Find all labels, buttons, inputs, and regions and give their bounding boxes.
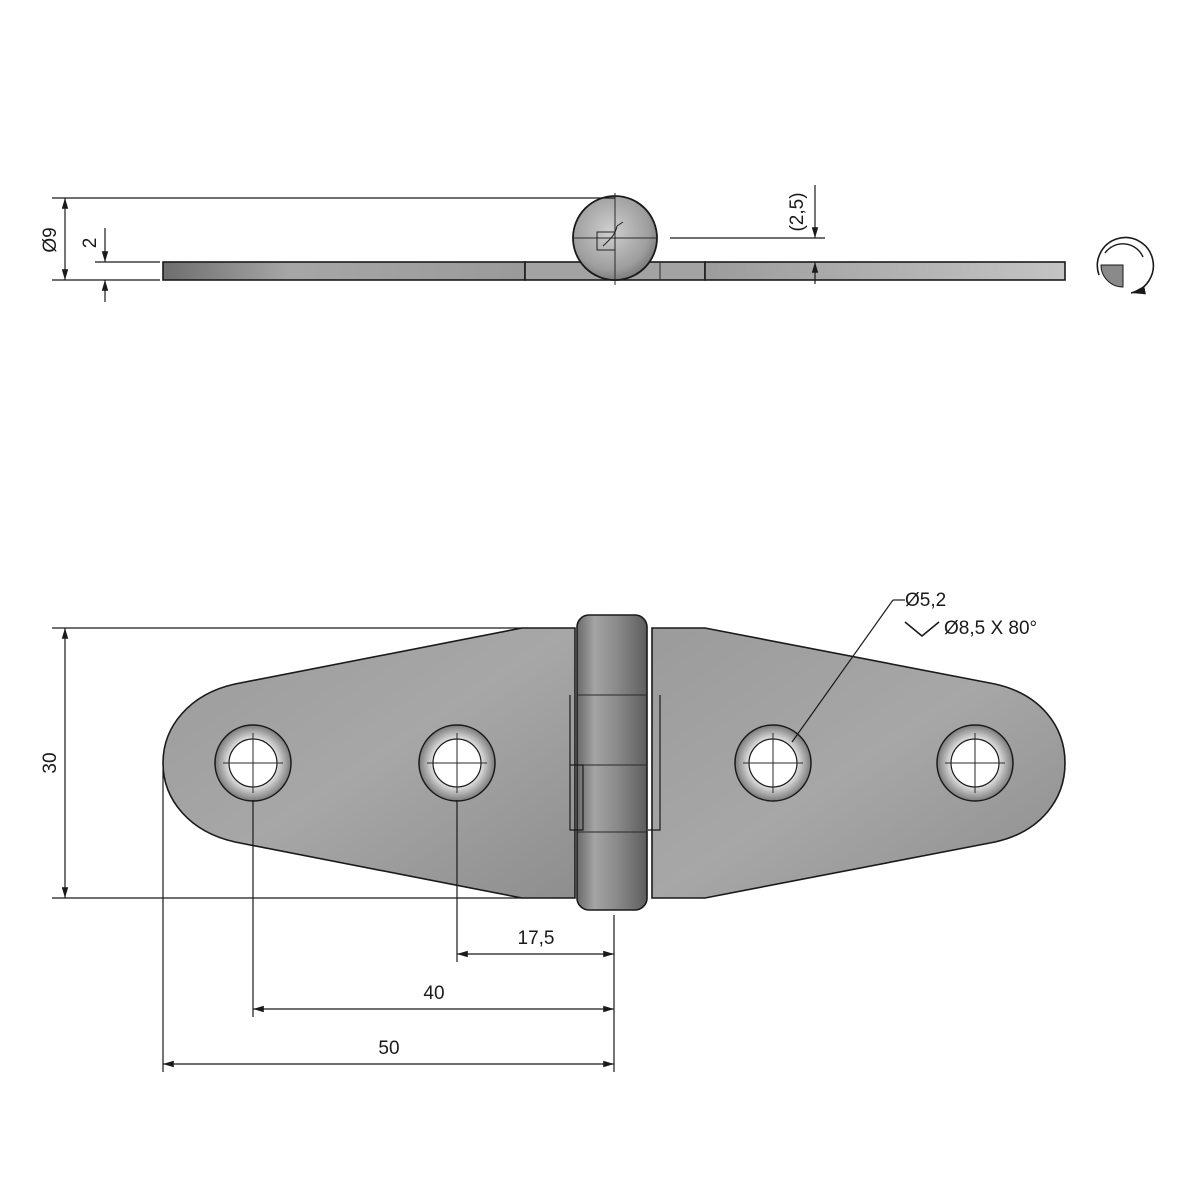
knuckle — [569, 614, 661, 911]
dim-knuckle-offset: (2,5) — [787, 192, 808, 231]
mounting-hole — [418, 724, 496, 802]
left-leaf — [162, 627, 576, 899]
dim-countersink: Ø8,5 X 80° — [944, 618, 1037, 639]
side-leaf-right — [704, 261, 1066, 281]
dim-hole-diameter: Ø5,2 — [905, 590, 946, 611]
dim-leaf-thickness: 2 — [80, 238, 101, 249]
side-leaf-left — [162, 261, 526, 281]
pin-logo-icon — [596, 221, 624, 251]
right-leaf — [651, 627, 1066, 899]
dim-hole-spacing-outer: 40 — [423, 983, 444, 1004]
dim-width: 30 — [40, 752, 61, 773]
side-view: Ø9 2 (2,5) — [40, 185, 1155, 302]
top-view: 30 Ø5,2 Ø8,5 X 80° 17,5 40 50 — [40, 590, 1066, 1072]
mounting-hole — [734, 724, 812, 802]
mounting-hole — [936, 724, 1014, 802]
dim-pin-diameter: Ø9 — [40, 227, 61, 252]
dim-half-length: 50 — [378, 1038, 399, 1059]
rotation-arrow-icon — [1096, 236, 1155, 295]
countersink-check-icon — [904, 621, 940, 638]
dim-hole-spacing-inner: 17,5 — [518, 928, 555, 949]
mounting-hole — [214, 724, 292, 802]
